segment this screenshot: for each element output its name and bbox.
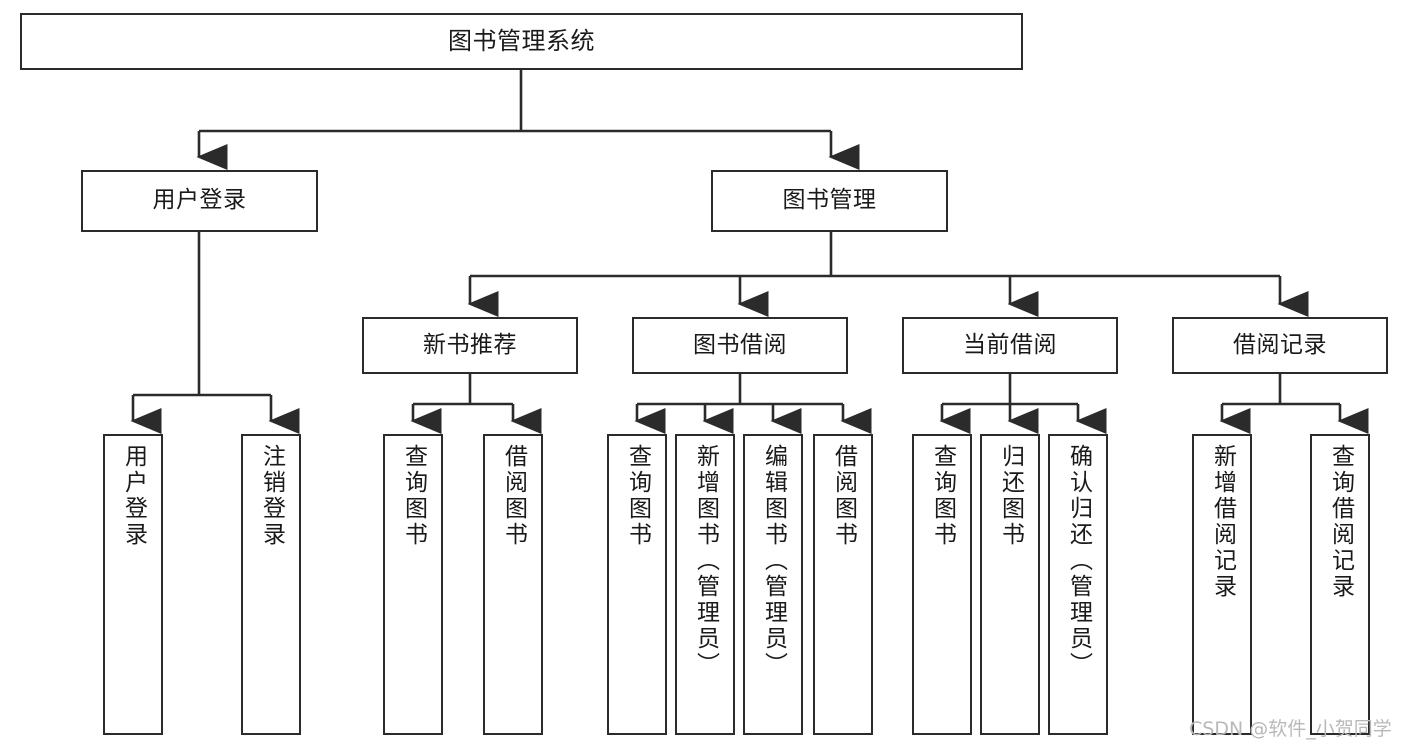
node-root-book-management-system[interactable]: 图书管理系统	[20, 13, 1023, 70]
node-current-borrow[interactable]: 当前借阅	[902, 317, 1118, 374]
leaf-record-add-borrow-record[interactable]: 新增借阅记录	[1192, 434, 1252, 735]
node-label: 图书管理系统	[448, 27, 595, 56]
node-label: 图书借阅	[693, 331, 787, 358]
leaf-recommend-search-book[interactable]: 查询图书	[383, 434, 443, 735]
node-book-borrow[interactable]: 图书借阅	[632, 317, 848, 374]
node-user-login[interactable]: 用户登录	[81, 170, 318, 232]
node-borrow-record[interactable]: 借阅记录	[1172, 317, 1388, 374]
node-label: 归还图书	[997, 444, 1024, 548]
node-label: 注销登录	[258, 444, 285, 548]
leaf-user-login[interactable]: 用户登录	[103, 434, 163, 735]
leaf-current-search-book[interactable]: 查询图书	[912, 434, 972, 735]
node-label: 编辑图书（管理员）	[760, 444, 787, 678]
leaf-borrow-borrow-book[interactable]: 借阅图书	[813, 434, 873, 735]
csdn-watermark: CSDN @软件_小贺同学	[1189, 718, 1392, 740]
node-label: 确认归还（管理员）	[1065, 444, 1092, 678]
node-label: 借阅记录	[1233, 331, 1327, 358]
node-label: 查询借阅记录	[1327, 444, 1354, 600]
node-label: 借阅图书	[830, 444, 857, 548]
leaf-logout[interactable]: 注销登录	[241, 434, 301, 735]
leaf-current-confirm-return-admin[interactable]: 确认归还（管理员）	[1048, 434, 1108, 735]
leaf-current-return-book[interactable]: 归还图书	[980, 434, 1040, 735]
node-label: 当前借阅	[963, 331, 1057, 358]
node-label: 用户登录	[152, 187, 247, 214]
node-label: 借阅图书	[500, 444, 527, 548]
leaf-borrow-search-book[interactable]: 查询图书	[607, 434, 667, 735]
node-book-management[interactable]: 图书管理	[711, 170, 948, 232]
leaf-borrow-add-book-admin[interactable]: 新增图书（管理员）	[675, 434, 735, 735]
node-label: 查询图书	[400, 444, 427, 548]
node-label: 新书推荐	[423, 331, 517, 358]
node-new-book-recommend[interactable]: 新书推荐	[362, 317, 578, 374]
node-label: 查询图书	[929, 444, 956, 548]
node-label: 新增图书（管理员）	[692, 444, 719, 678]
node-label: 查询图书	[624, 444, 651, 548]
node-label: 图书管理	[782, 187, 877, 214]
leaf-record-search-borrow-record[interactable]: 查询借阅记录	[1310, 434, 1370, 735]
leaf-borrow-edit-book-admin[interactable]: 编辑图书（管理员）	[743, 434, 803, 735]
node-label: 用户登录	[120, 444, 147, 548]
node-label: 新增借阅记录	[1209, 444, 1236, 600]
leaf-recommend-borrow-book[interactable]: 借阅图书	[483, 434, 543, 735]
